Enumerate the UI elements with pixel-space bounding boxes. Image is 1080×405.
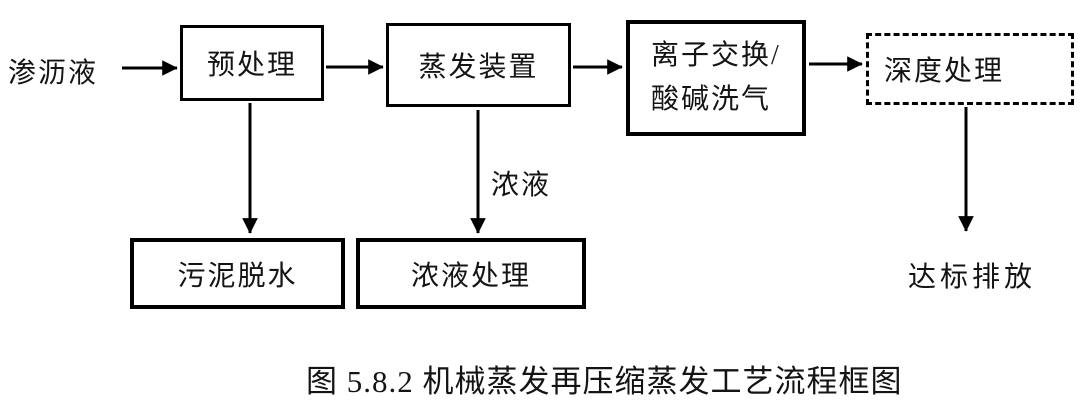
advanced-treatment-label: 深度处理	[884, 56, 1005, 87]
sludge-dewatering-box: 污泥脱水	[130, 238, 345, 309]
sludge-dewatering-label: 污泥脱水	[177, 260, 298, 292]
pretreatment-box: 预处理	[180, 25, 324, 101]
evaporator-box: 蒸发装置	[386, 23, 571, 107]
evaporator-label: 蒸发装置	[418, 52, 539, 83]
input-stream-label: 渗沥液	[8, 58, 99, 89]
pretreatment-label: 预处理	[206, 50, 297, 81]
concentrate-treatment-box: 浓液处理	[356, 238, 586, 309]
concentrate-stream-label: 浓液	[491, 170, 552, 201]
ion-exchange-label-line1: 离子交换/	[651, 39, 781, 71]
discharge-label: 达标排放	[908, 262, 1037, 293]
concentrate-treatment-label: 浓液处理	[410, 260, 531, 292]
ion-exchange-label-line2: 酸碱洗气	[651, 84, 772, 115]
advanced-treatment-box: 深度处理	[866, 33, 1074, 105]
ion-exchange-box: 离子交换/ 酸碱洗气	[626, 20, 806, 136]
figure-caption: 图 5.8.2 机械蒸发再压缩蒸发工艺流程框图	[306, 364, 903, 399]
